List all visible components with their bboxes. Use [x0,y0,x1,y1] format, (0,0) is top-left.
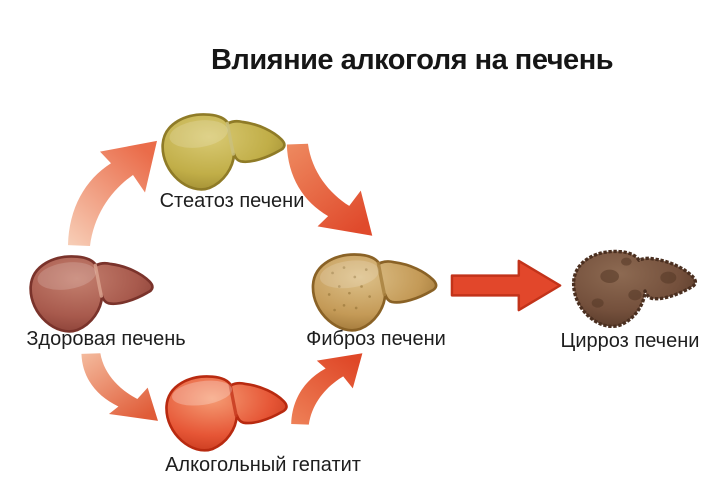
steatosis-liver-icon [161,113,286,191]
liver-highlight [37,262,96,290]
liver-body [165,375,288,452]
cirrhosis-spots [591,257,677,308]
arrow-shape [450,259,562,312]
liver-highlight [319,260,379,289]
arrow-healthy-to-hepatitis-icon [81,353,158,421]
diagram-title: Влияние алкоголя на печень [210,44,614,76]
liver-ligament [225,121,235,156]
arrow-healthy-to-steatosis-icon [68,140,157,247]
healthy-liver-icon [29,255,154,333]
liver-ligament [93,263,103,298]
liver-body [161,113,286,191]
label-hepatitis: Алкогольный гепатит [165,454,361,476]
fibrosis-liver-icon [311,253,438,332]
arrow-shape [286,143,373,236]
arrow-hepatitis-to-fibrosis-icon [291,353,363,425]
label-cirrhosis: Цирроз печени [560,330,700,352]
label-fibrosis: Фиброз печени [306,328,446,350]
liver-body [311,253,438,332]
fibrosis-speckles [327,266,371,312]
liver-highlight [169,120,228,148]
hepatitis-liver-icon [165,375,288,452]
arrow-fibrosis-to-cirrhosis-icon [450,259,562,312]
label-steatosis: Стеатоз печени [159,190,305,212]
liver-ligament [376,261,387,297]
label-healthy: Здоровая печень [26,328,186,350]
liver-ligament [228,383,238,418]
liver-body [571,249,697,328]
arrow-shape [81,353,158,421]
arrow-steatosis-to-fibrosis-icon [286,143,373,236]
cirrhosis-liver-icon [571,249,697,328]
arrow-shape [291,353,363,425]
liver-body [29,255,154,333]
arrow-shape [68,140,157,247]
liver-highlight [172,380,232,406]
